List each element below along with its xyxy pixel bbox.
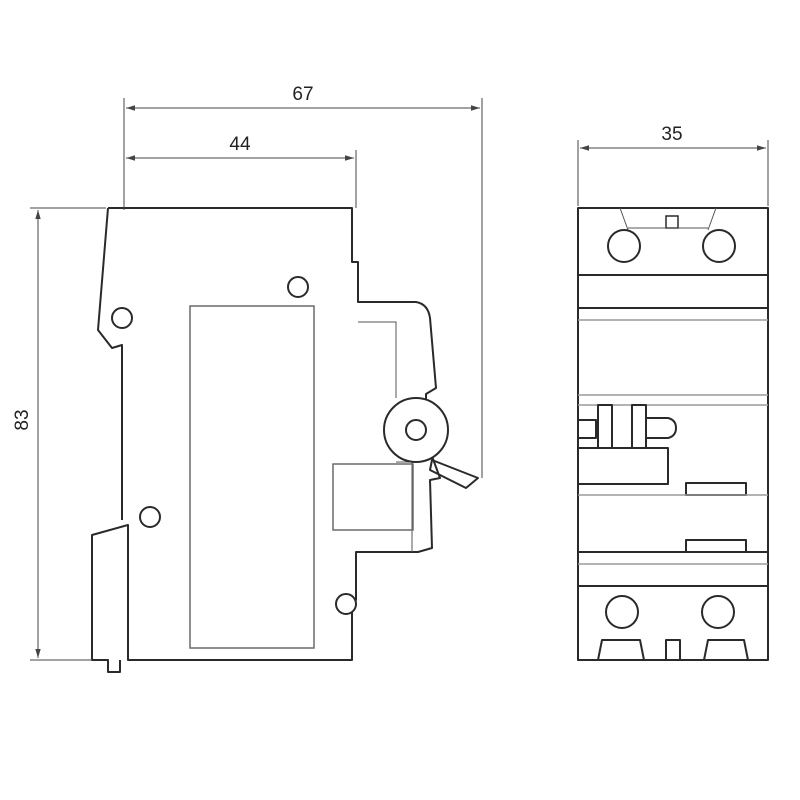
toggle-lever <box>429 459 479 489</box>
front-view <box>577 207 769 661</box>
dimension-35-label: 35 <box>661 124 682 145</box>
toggle-pivot-inner <box>405 419 427 441</box>
front-toggle-stub <box>646 417 677 439</box>
dimension-67-label: 67 <box>292 84 313 105</box>
side-view-outline <box>91 207 441 673</box>
front-toggle-block <box>577 447 669 485</box>
front-terminal-top-left <box>607 229 641 263</box>
dimension-44-label: 44 <box>229 134 251 155</box>
side-view <box>91 207 479 673</box>
dimension-35: 35 <box>577 124 769 206</box>
front-terminal-bottom-right <box>701 595 735 629</box>
front-terminal-top-right <box>702 229 736 263</box>
side-hole <box>139 506 161 528</box>
side-hole <box>287 276 309 298</box>
label-plate <box>189 305 315 649</box>
side-hole <box>111 307 133 329</box>
dimension-83: 83 <box>12 207 106 661</box>
side-window <box>332 463 414 531</box>
dimension-67: 67 <box>123 84 483 478</box>
front-terminal-bottom-left <box>605 595 639 629</box>
side-hole <box>335 593 357 615</box>
dimension-44: 44 <box>126 134 357 208</box>
dimension-83-label: 83 <box>12 409 33 430</box>
